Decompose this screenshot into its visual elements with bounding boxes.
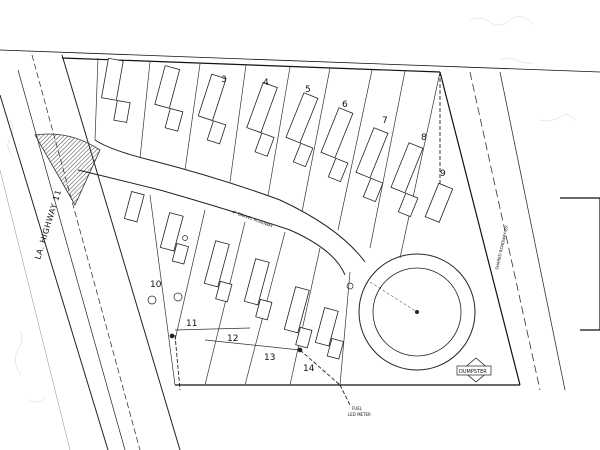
lot-number: 5 xyxy=(305,85,311,95)
site-markers xyxy=(147,235,354,353)
lot-number: 6 xyxy=(342,100,348,110)
lot-numbers: 3 4 5 6 7 8 9 10 11 12 13 14 xyxy=(150,75,446,374)
lot-number: 8 xyxy=(421,133,427,143)
lot-number: 11 xyxy=(186,319,197,329)
lot-number: 13 xyxy=(264,353,275,363)
right-roadway xyxy=(469,71,566,391)
utility-lines xyxy=(174,72,441,406)
lot-number: 9 xyxy=(440,169,446,179)
lot-number: 14 xyxy=(303,364,315,374)
background-texture xyxy=(7,16,576,403)
lot-number: 7 xyxy=(382,116,388,126)
property-boundary xyxy=(0,49,600,386)
lot-number: 3 xyxy=(221,75,227,85)
gravel-roadway xyxy=(77,139,366,276)
adjacent-building xyxy=(560,197,600,331)
units-upper xyxy=(101,57,454,223)
dumpster-label: DUMPSTER xyxy=(459,369,487,375)
bottom-note-1: FUEL xyxy=(352,406,363,411)
lot-lines-upper xyxy=(94,57,441,259)
lot-number: 4 xyxy=(263,78,269,88)
right-road-label: SHARED ROADWAY 20' xyxy=(494,225,509,271)
hatched-area xyxy=(34,133,101,206)
highway xyxy=(0,54,181,450)
highway-label: LA. HIGHWAY 11 xyxy=(33,189,63,261)
roadway-label: 4" GRAVEL ROADWAY xyxy=(232,209,275,229)
lot-number: 12 xyxy=(227,334,238,344)
bottom-note-2: LED METER xyxy=(348,412,371,417)
cul-de-sac xyxy=(358,253,476,371)
lot-number: 10 xyxy=(150,280,162,290)
dumpster: DUMPSTER xyxy=(456,357,492,383)
units-lower xyxy=(123,190,344,360)
